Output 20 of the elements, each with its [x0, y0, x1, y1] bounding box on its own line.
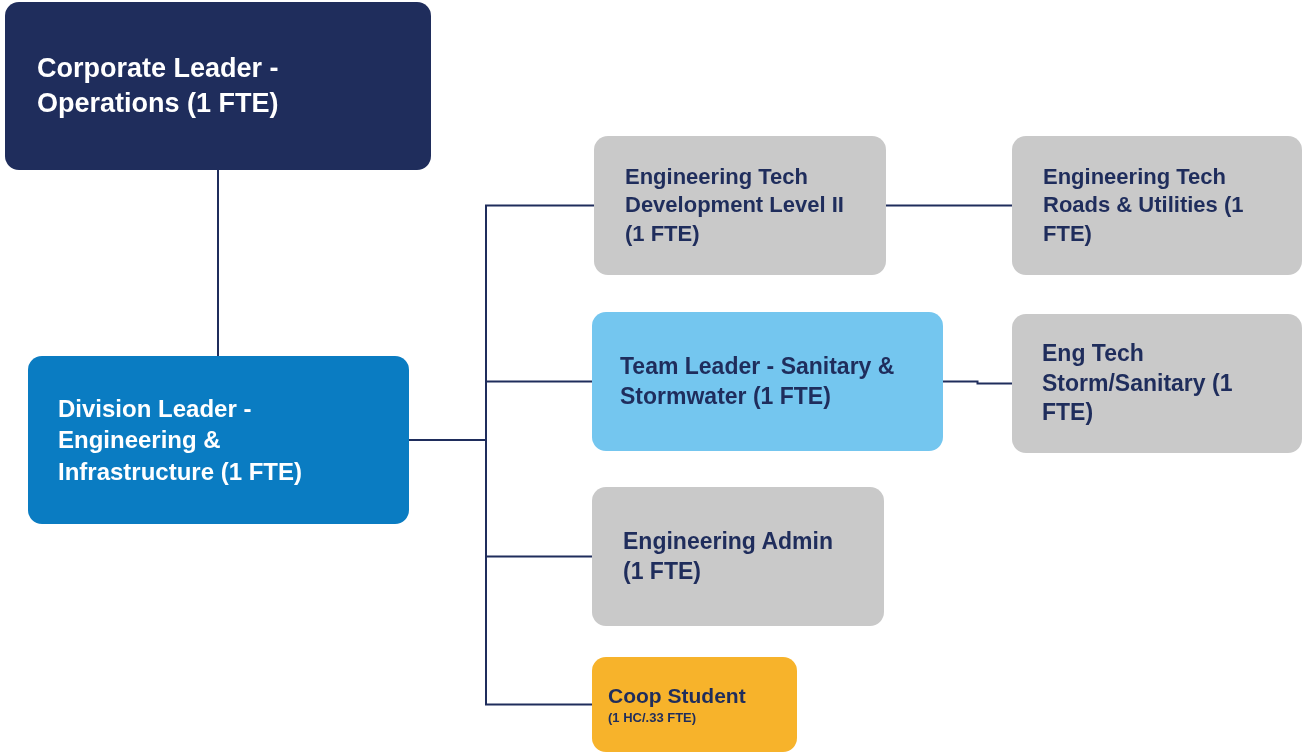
role-box	[594, 136, 886, 275]
role-box	[592, 657, 797, 752]
role-note: (1 HC/.33 FTE)	[608, 709, 698, 727]
connector-line	[885, 204, 1013, 207]
connector-line	[942, 380, 1013, 385]
role-title: Corporate Leader - Operations (1 FTE)	[37, 51, 280, 120]
role-box	[592, 312, 943, 451]
role-box	[28, 356, 409, 524]
role-box	[5, 2, 431, 170]
role-title: Division Leader - Engineering & Infrastructure (1 FTE)	[58, 394, 304, 487]
role-box	[1012, 136, 1302, 275]
role-title: Eng Tech Storm/Sanitary (1 FTE)	[1042, 338, 1234, 428]
role-title: Engineering Admin (1 FTE)	[623, 526, 834, 586]
role-box	[592, 487, 884, 626]
connector-line	[217, 169, 219, 357]
role-title: Engineering Tech Roads & Utilities (1 FTE)	[1043, 162, 1245, 248]
role-box	[1012, 314, 1302, 453]
role-title: Engineering Tech Development Level II (1 FTE)	[625, 162, 845, 248]
role-title: Coop Student	[608, 683, 747, 710]
role-title: Team Leader - Sanitary & Stormwater (1 FTE)	[620, 351, 896, 411]
